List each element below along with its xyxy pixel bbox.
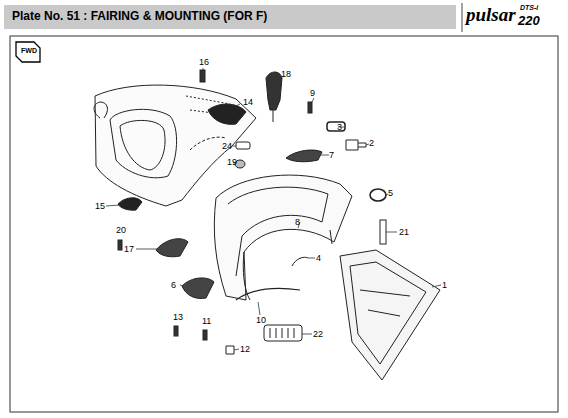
callout-number: 21 <box>399 228 409 237</box>
screw-20 <box>118 240 122 250</box>
callout-number: 4 <box>316 254 321 263</box>
spacer-24 <box>236 142 250 149</box>
lens-15 <box>118 198 142 210</box>
callout-number: 6 <box>171 281 176 290</box>
callout-number: 2 <box>369 139 374 148</box>
leader-lines <box>106 68 441 350</box>
callout-number: 18 <box>281 70 291 79</box>
bolt-2 <box>346 140 366 150</box>
grille-22 <box>264 325 302 341</box>
side-panel <box>340 250 440 380</box>
logo-dtsi: DTS-i <box>520 4 538 11</box>
callout-number: 12 <box>240 345 250 354</box>
callout-number: 24 <box>222 142 232 151</box>
callout-number: 16 <box>199 58 209 67</box>
callout-number: 3 <box>337 123 342 132</box>
callout-number: 1 <box>442 281 447 290</box>
callout-number: 11 <box>202 317 211 326</box>
callout-number: 5 <box>388 189 393 198</box>
clip-12 <box>226 346 234 354</box>
callout-number: 15 <box>95 202 105 211</box>
callout-number: 10 <box>256 316 266 325</box>
bolt-16 <box>200 70 205 82</box>
callout-number: 20 <box>116 226 126 235</box>
fwd-icon <box>16 42 40 62</box>
visor-lens <box>208 104 246 124</box>
lens-6 <box>182 278 214 299</box>
plate-title: Plate No. 51 : FAIRING & MOUNTING (FOR F… <box>12 10 267 22</box>
logo-pulsar: pulsar <box>466 5 516 24</box>
frame <box>10 36 558 412</box>
screw-11 <box>203 330 207 340</box>
fwd-text: FWD <box>21 47 37 54</box>
o-ring-5 <box>370 189 386 201</box>
callout-number: 8 <box>295 218 300 227</box>
callout-number: 17 <box>124 245 134 254</box>
rod-21 <box>380 220 386 244</box>
screw-9 <box>308 102 312 113</box>
header-band <box>4 5 456 29</box>
mirror <box>266 72 282 110</box>
callout-number: 14 <box>243 98 253 107</box>
callout-number: 9 <box>310 89 315 98</box>
logo-220: 220 <box>518 14 540 27</box>
indicator-17 <box>156 239 188 257</box>
callout-number: 7 <box>329 151 334 160</box>
screw-13 <box>174 326 178 336</box>
inner-fairing <box>214 175 352 300</box>
callout-number: 13 <box>173 313 183 322</box>
callout-number: 22 <box>313 330 323 339</box>
grommet-3 <box>327 122 345 131</box>
bracket-10 <box>236 288 300 300</box>
lens-7 <box>286 150 322 162</box>
clip-4 <box>292 257 308 266</box>
callout-number: 19 <box>227 158 237 167</box>
